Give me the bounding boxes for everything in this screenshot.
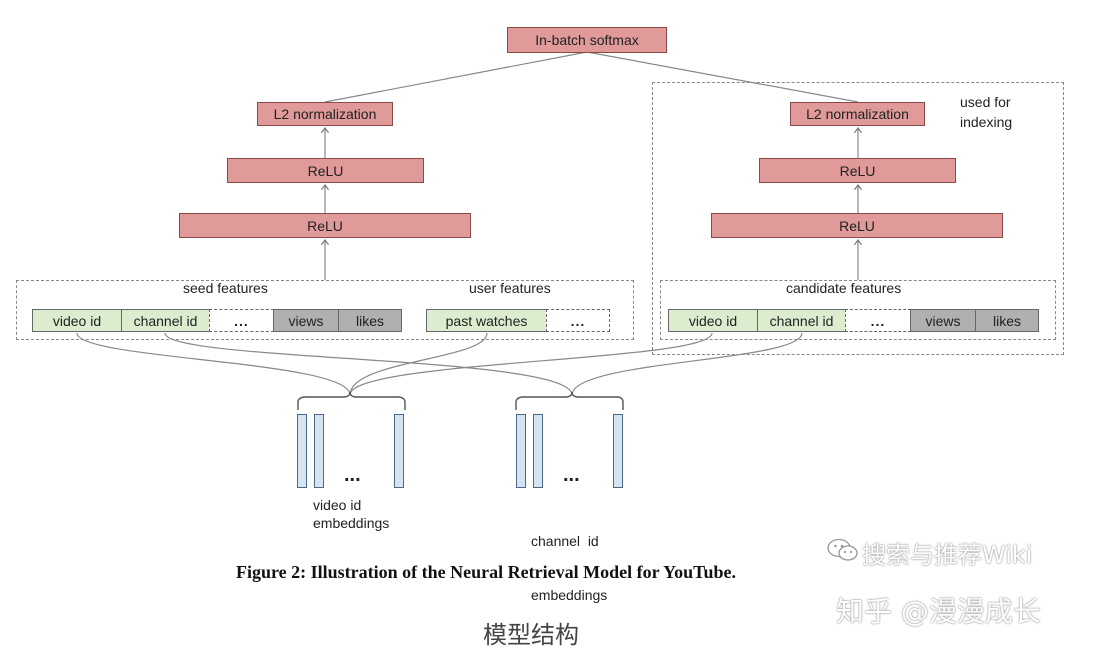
channel-id-embeddings-label: channel id embeddings <box>531 496 607 622</box>
video-embedding-vector <box>314 414 324 488</box>
channel-embedding-vector <box>613 414 623 488</box>
seed-features-label: seed features <box>183 280 268 296</box>
seed-channel-id-label: channel id <box>133 312 198 329</box>
left-l2-normalization-label: L2 normalization <box>273 106 377 122</box>
candidate-features-label: candidate features <box>786 280 902 296</box>
seed-likes-label: likes <box>355 312 384 329</box>
candidate-video-id-feature: video id <box>668 309 758 332</box>
seed-views-feature: views <box>273 309 339 332</box>
page-subtitle: 模型结构 <box>483 621 579 649</box>
watermark-zhihu: 知乎 @漫漫成长 <box>836 595 1041 628</box>
indexing-region <box>652 82 1064 355</box>
video-embedding-ellipsis: ... <box>344 464 361 486</box>
seed-video-id-feature: video id <box>32 309 122 332</box>
seed-ellipsis-feature: ... <box>209 309 274 332</box>
channel-id-embeddings-line2: embeddings <box>531 587 608 603</box>
watermark-wiki: 搜索与推荐Wiki <box>862 541 1033 569</box>
right-relu-lower-box: ReLU <box>711 213 1003 238</box>
right-relu-upper-label: ReLU <box>839 162 876 179</box>
left-relu-upper-box: ReLU <box>227 158 424 183</box>
right-l2-normalization-label: L2 normalization <box>806 106 909 122</box>
candidate-likes-label: likes <box>992 312 1021 329</box>
candidate-channel-id-label: channel id <box>769 312 834 329</box>
channel-embedding-vector <box>533 414 543 488</box>
channel-embedding-ellipsis: ... <box>563 464 580 486</box>
right-l2-normalization-box: L2 normalization <box>790 102 925 126</box>
past-watches-curve <box>349 332 488 396</box>
right-relu-lower-label: ReLU <box>839 217 875 234</box>
channel-id-seed-curve <box>164 332 573 396</box>
past-watches-label: past watches <box>445 312 528 329</box>
in-batch-softmax-label: In-batch softmax <box>535 32 639 48</box>
seed-likes-feature: likes <box>338 309 402 332</box>
candidate-channel-id-feature: channel id <box>757 309 846 332</box>
indexing-note-line1: used for <box>960 94 1011 110</box>
left-relu-lower-label: ReLU <box>307 217 343 234</box>
right-to-softmax-line <box>586 51 859 103</box>
left-relu-lower-box: ReLU <box>179 213 471 238</box>
seed-ellipsis-label: ... <box>234 312 249 329</box>
channel-embedding-vector <box>516 414 526 488</box>
seed-views-label: views <box>288 312 324 329</box>
left-l2-normalization-box: L2 normalization <box>257 102 393 126</box>
wechat-icon <box>826 537 860 563</box>
candidate-ellipsis-label: ... <box>870 312 886 329</box>
user-ellipsis-label: ... <box>570 312 586 329</box>
indexing-note: used for indexing <box>960 92 1012 132</box>
user-features-label: user features <box>469 280 551 296</box>
left-relu-upper-label: ReLU <box>307 162 344 179</box>
candidate-likes-feature: likes <box>975 309 1039 332</box>
video-id-embeddings-label: video id embeddings <box>313 496 389 532</box>
past-watches-feature: past watches <box>426 309 547 332</box>
candidate-views-label: views <box>925 312 961 329</box>
video-embedding-brace <box>297 391 406 410</box>
video-embedding-vector <box>297 414 307 488</box>
channel-embedding-brace <box>515 391 624 410</box>
right-relu-upper-box: ReLU <box>759 158 956 183</box>
candidate-video-id-label: video id <box>688 312 738 329</box>
video-id-candidate-curve <box>349 332 713 396</box>
seed-video-id-label: video id <box>52 312 102 329</box>
indexing-note-line2: indexing <box>960 114 1013 130</box>
channel-id-embeddings-line1: channel id <box>531 533 599 549</box>
candidate-ellipsis-feature: ... <box>845 309 911 332</box>
user-ellipsis-feature: ... <box>546 309 610 332</box>
video-id-seed-curve <box>76 332 351 396</box>
in-batch-softmax-box: In-batch softmax <box>507 27 667 53</box>
video-id-embeddings-line1: video id <box>313 497 362 513</box>
left-to-softmax-line <box>324 51 588 103</box>
video-embedding-vector <box>394 414 404 488</box>
seed-user-features-group <box>16 280 634 340</box>
seed-channel-id-feature: channel id <box>121 309 210 332</box>
video-id-embeddings-line2: embeddings <box>313 515 390 531</box>
figure-caption: Figure 2: Illustration of the Neural Ret… <box>236 562 736 582</box>
channel-id-candidate-curve <box>571 332 803 396</box>
candidate-features-group <box>660 280 1056 340</box>
candidate-views-feature: views <box>910 309 976 332</box>
